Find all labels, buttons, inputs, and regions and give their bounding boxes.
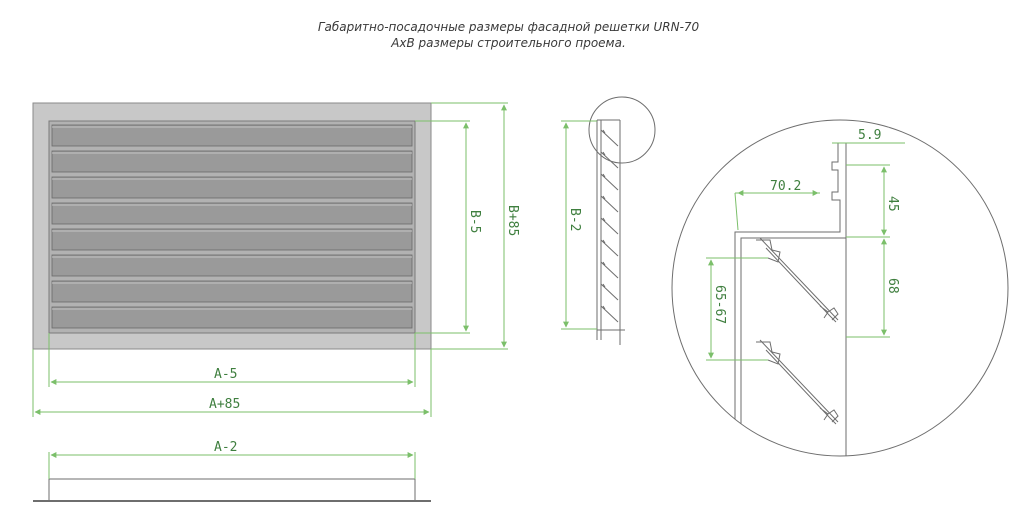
grille-slat xyxy=(51,124,413,147)
dimension-label-b-minus-5: B-5 xyxy=(467,210,482,233)
detail-view-circle xyxy=(671,119,1009,457)
side-louver-blade xyxy=(600,217,619,235)
front-view-dimensions: A-5 A+85 B-5 B+85 xyxy=(32,102,520,417)
diagram-title: Габаритно-посадочные размеры фасадной ре… xyxy=(317,20,700,34)
side-louver-blade xyxy=(600,305,619,323)
grille-slat xyxy=(51,280,413,303)
grille-slat xyxy=(51,228,413,251)
dimension-label-a-minus-2: A-2 xyxy=(214,440,237,455)
dimension-label-5-9: 5.9 xyxy=(858,128,881,143)
grille-slats xyxy=(51,124,413,329)
dimension-label-68: 68 xyxy=(885,278,900,294)
side-louvers xyxy=(600,129,619,323)
dimension-label-45: 45 xyxy=(885,196,900,212)
diagram-subtitle: АхВ размеры строительного проема. xyxy=(391,36,626,50)
side-louver-blade xyxy=(600,195,619,213)
detail-louver-blade-2 xyxy=(756,339,839,425)
dimension-label-70-2: 70.2 xyxy=(770,179,801,194)
side-louver-blade xyxy=(600,129,619,147)
detail-view: 5.9 70.2 45 68 65-67 xyxy=(671,119,1009,457)
dimension-label-b-plus-85: B+85 xyxy=(505,205,520,236)
side-louver-blade xyxy=(600,173,619,191)
detail-callout-circle xyxy=(588,96,656,164)
detail-louver-blade-1 xyxy=(756,237,839,323)
dimension-label-65-67: 65-67 xyxy=(712,285,727,324)
grille-slat xyxy=(51,150,413,173)
dimension-label-b-minus-2: B-2 xyxy=(567,208,582,231)
grille-slat xyxy=(51,254,413,277)
side-louver-blade xyxy=(600,239,619,257)
grille-slat xyxy=(51,306,413,329)
detail-dimensions: 5.9 70.2 45 68 65-67 xyxy=(706,128,905,361)
side-section-view: B-2 xyxy=(561,96,656,345)
side-louver-blade xyxy=(600,283,619,301)
dimension-label-a-minus-5: A-5 xyxy=(214,367,237,382)
detail-frame-profile xyxy=(734,142,847,456)
bottom-view: A-2 xyxy=(33,440,431,502)
front-view xyxy=(32,102,432,350)
side-louver-blade xyxy=(600,151,619,169)
grille-slat xyxy=(51,176,413,199)
bottom-view-body xyxy=(48,478,416,502)
grille-slat xyxy=(51,202,413,225)
side-louver-blade xyxy=(600,261,619,279)
dimension-label-a-plus-85: A+85 xyxy=(209,397,240,412)
